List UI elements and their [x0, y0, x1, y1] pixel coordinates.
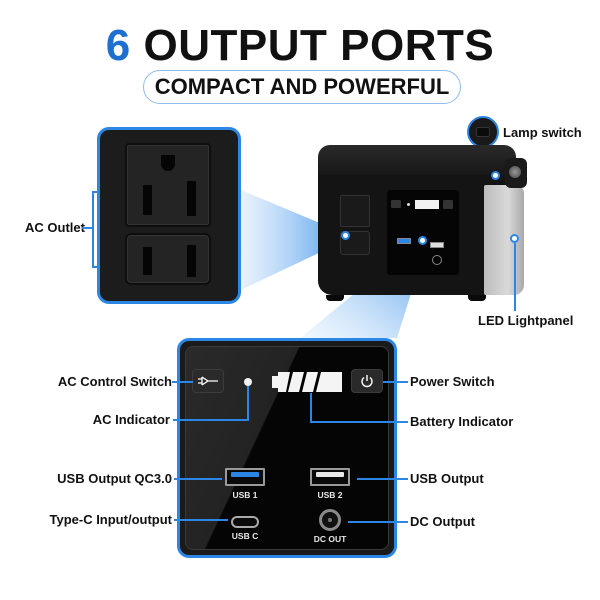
lamp-switch-zoom: [467, 116, 499, 148]
usb-output-label: USB Output: [410, 471, 484, 486]
ground-hole: [161, 155, 175, 171]
type-c-label: Type-C Input/output: [49, 512, 172, 527]
device-foot: [468, 295, 486, 301]
usbc-port[interactable]: [231, 516, 259, 528]
neutral-slot: [143, 185, 152, 215]
type-c-leader: [174, 519, 228, 521]
dcout-label: DC OUT: [313, 534, 347, 544]
battery-leader-h: [310, 421, 408, 423]
plug-icon: [198, 376, 218, 386]
device-dc: [432, 255, 442, 265]
usb1-label: USB 1: [232, 490, 258, 500]
device-outlet-top: [340, 195, 370, 227]
ac-indicator-leader-v: [247, 386, 249, 421]
ac-indicator-leader-h: [173, 419, 248, 421]
ac-outlet-panel: [97, 127, 241, 304]
lamp-switch-button[interactable]: [476, 127, 490, 137]
page-title: 6 OUTPUT PORTS: [0, 22, 600, 70]
device-battery: [415, 200, 439, 209]
ac-outlet-3prong[interactable]: [125, 143, 211, 227]
usb-qc-leader: [174, 478, 222, 480]
device-knob: [509, 166, 521, 178]
ac-control-switch[interactable]: [192, 369, 224, 393]
lamp-switch-marker: [491, 171, 500, 180]
hot-slot: [187, 245, 196, 277]
usb2-port[interactable]: [310, 468, 350, 486]
device-ac-led: [407, 203, 410, 206]
ac-outlet-leader: [82, 227, 92, 229]
dc-pin: [328, 518, 332, 522]
ac-outlet-2prong[interactable]: [125, 233, 211, 285]
usb1-tongue: [231, 472, 259, 477]
hot-slot: [187, 181, 196, 216]
ac-indicator-led: [244, 378, 252, 386]
device-ac-button: [391, 200, 401, 208]
power-icon: [361, 375, 373, 388]
usbc-label: USB C: [231, 531, 259, 541]
lamp-switch-label: Lamp switch: [503, 125, 582, 140]
device-power-button: [443, 200, 453, 209]
battery-indicator: [272, 372, 342, 392]
power-switch-label: Power Switch: [410, 374, 495, 389]
power-switch[interactable]: [351, 369, 383, 393]
dc-output-label: DC Output: [410, 514, 475, 529]
device-foot: [326, 295, 344, 301]
battery-indicator-label: Battery Indicator: [410, 414, 514, 429]
ac-outlet-marker: [341, 231, 350, 240]
usb2-label: USB 2: [317, 490, 343, 500]
neutral-slot: [143, 247, 152, 275]
control-panel-zoom: USB 1 USB C USB 2 DC OUT: [177, 338, 397, 558]
control-panel-marker: [418, 236, 427, 245]
ac-control-switch-leader: [172, 381, 193, 383]
usb2-tongue: [316, 472, 344, 477]
dc-output-leader: [348, 521, 408, 523]
usb-output-leader: [357, 478, 408, 480]
ac-indicator-label: AC Indicator: [92, 412, 170, 427]
ac-control-switch-label: AC Control Switch: [57, 374, 172, 389]
power-switch-leader: [383, 381, 408, 383]
dc-out-port[interactable]: [319, 509, 341, 531]
subtitle-pill: COMPACT AND POWERFUL: [143, 70, 461, 104]
ac-outlet-bracket: [92, 191, 94, 267]
usb1-port[interactable]: [225, 468, 265, 486]
lightpanel-leader: [514, 243, 516, 311]
led-lightpanel-label: LED Lightpanel: [478, 313, 574, 328]
battery-leader-v: [310, 393, 312, 422]
device-usb1: [397, 238, 411, 244]
lightpanel-marker: [510, 234, 519, 243]
title-text: OUTPUT PORTS: [143, 21, 495, 70]
usb-qc-label: USB Output QC3.0: [57, 471, 172, 486]
device-usb2: [430, 242, 444, 248]
title-number: 6: [105, 21, 131, 70]
ac-outlet-label: AC Outlet: [25, 220, 85, 235]
device-control-panel: [387, 190, 459, 275]
